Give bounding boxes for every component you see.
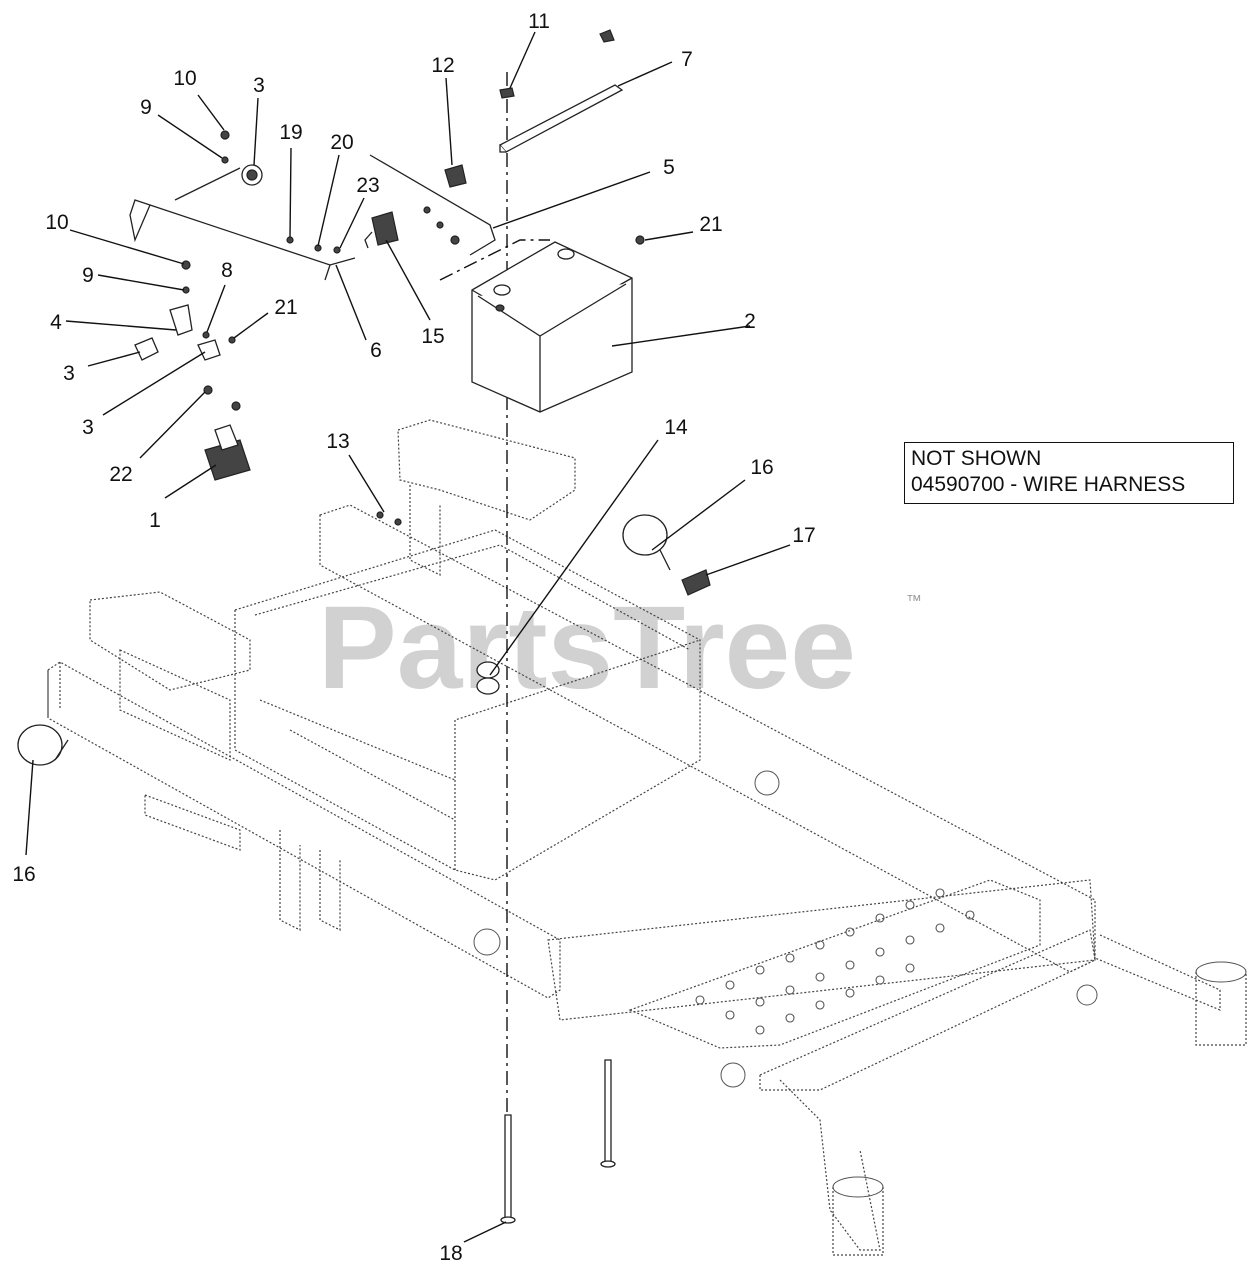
mower-frame xyxy=(47,419,1247,1256)
callout-16-right: 16 xyxy=(750,456,773,479)
terminal-bracket-part xyxy=(444,164,467,188)
solenoid-part xyxy=(204,424,251,481)
cable-tie-part xyxy=(17,514,671,766)
not-shown-note: NOT SHOWN 04590700 - WIRE HARNESS xyxy=(904,442,1234,504)
bracket-4-part xyxy=(169,304,193,336)
callout-9-upper: 9 xyxy=(140,96,152,119)
callout-16-left: 16 xyxy=(12,863,35,886)
long-bolt-part xyxy=(500,1059,616,1224)
positive-cable-part xyxy=(369,154,496,256)
battery-part xyxy=(471,241,633,413)
hold-down-bar-part xyxy=(498,84,624,153)
callout-4: 4 xyxy=(50,311,62,334)
note-heading: NOT SHOWN xyxy=(911,447,1042,470)
bolt-11-part xyxy=(499,29,615,99)
foot-plate-holes xyxy=(695,888,975,1035)
grommet-part xyxy=(476,661,500,695)
callout-3-lower: 3 xyxy=(82,416,94,439)
leader-lines xyxy=(25,31,791,1243)
callout-10-lower: 10 xyxy=(45,211,68,234)
callout-14: 14 xyxy=(664,416,688,439)
callout-2: 2 xyxy=(744,310,756,333)
small-hardware xyxy=(181,130,645,526)
callout-1: 1 xyxy=(149,509,161,532)
callout-numbers: 11 7 12 10 3 9 19 20 23 5 21 10 8 9 4 21… xyxy=(12,10,815,1265)
callout-6: 6 xyxy=(370,339,382,362)
note-part-line: 04590700 - WIRE HARNESS xyxy=(911,473,1186,496)
callout-3-upper: 3 xyxy=(253,74,265,97)
callout-8: 8 xyxy=(221,259,233,282)
callout-5: 5 xyxy=(663,156,675,179)
callout-22: 22 xyxy=(109,463,132,486)
callout-11: 11 xyxy=(528,10,550,33)
terminal-boot-part xyxy=(134,164,263,361)
callout-18: 18 xyxy=(439,1242,462,1265)
callout-15: 15 xyxy=(421,325,444,348)
callout-21-left: 21 xyxy=(274,296,297,319)
assembly-centerline-2 xyxy=(439,239,550,281)
callout-10-upper: 10 xyxy=(173,67,196,90)
callout-3-mid: 3 xyxy=(63,362,75,385)
callout-21-right: 21 xyxy=(699,213,722,236)
callout-13: 13 xyxy=(326,430,349,453)
callout-19: 19 xyxy=(279,121,302,144)
callout-23: 23 xyxy=(356,174,379,197)
watermark-trademark: ™ xyxy=(906,593,922,610)
watermark-text: PartsTree xyxy=(318,582,856,714)
callout-12: 12 xyxy=(431,54,454,77)
callout-7: 7 xyxy=(681,48,693,71)
callout-17: 17 xyxy=(792,524,815,547)
negative-cable-part xyxy=(129,167,356,281)
fuse-holder-part xyxy=(364,211,399,249)
callout-9-lower: 9 xyxy=(82,264,94,287)
connector-part xyxy=(681,569,711,596)
callout-20: 20 xyxy=(330,131,353,154)
